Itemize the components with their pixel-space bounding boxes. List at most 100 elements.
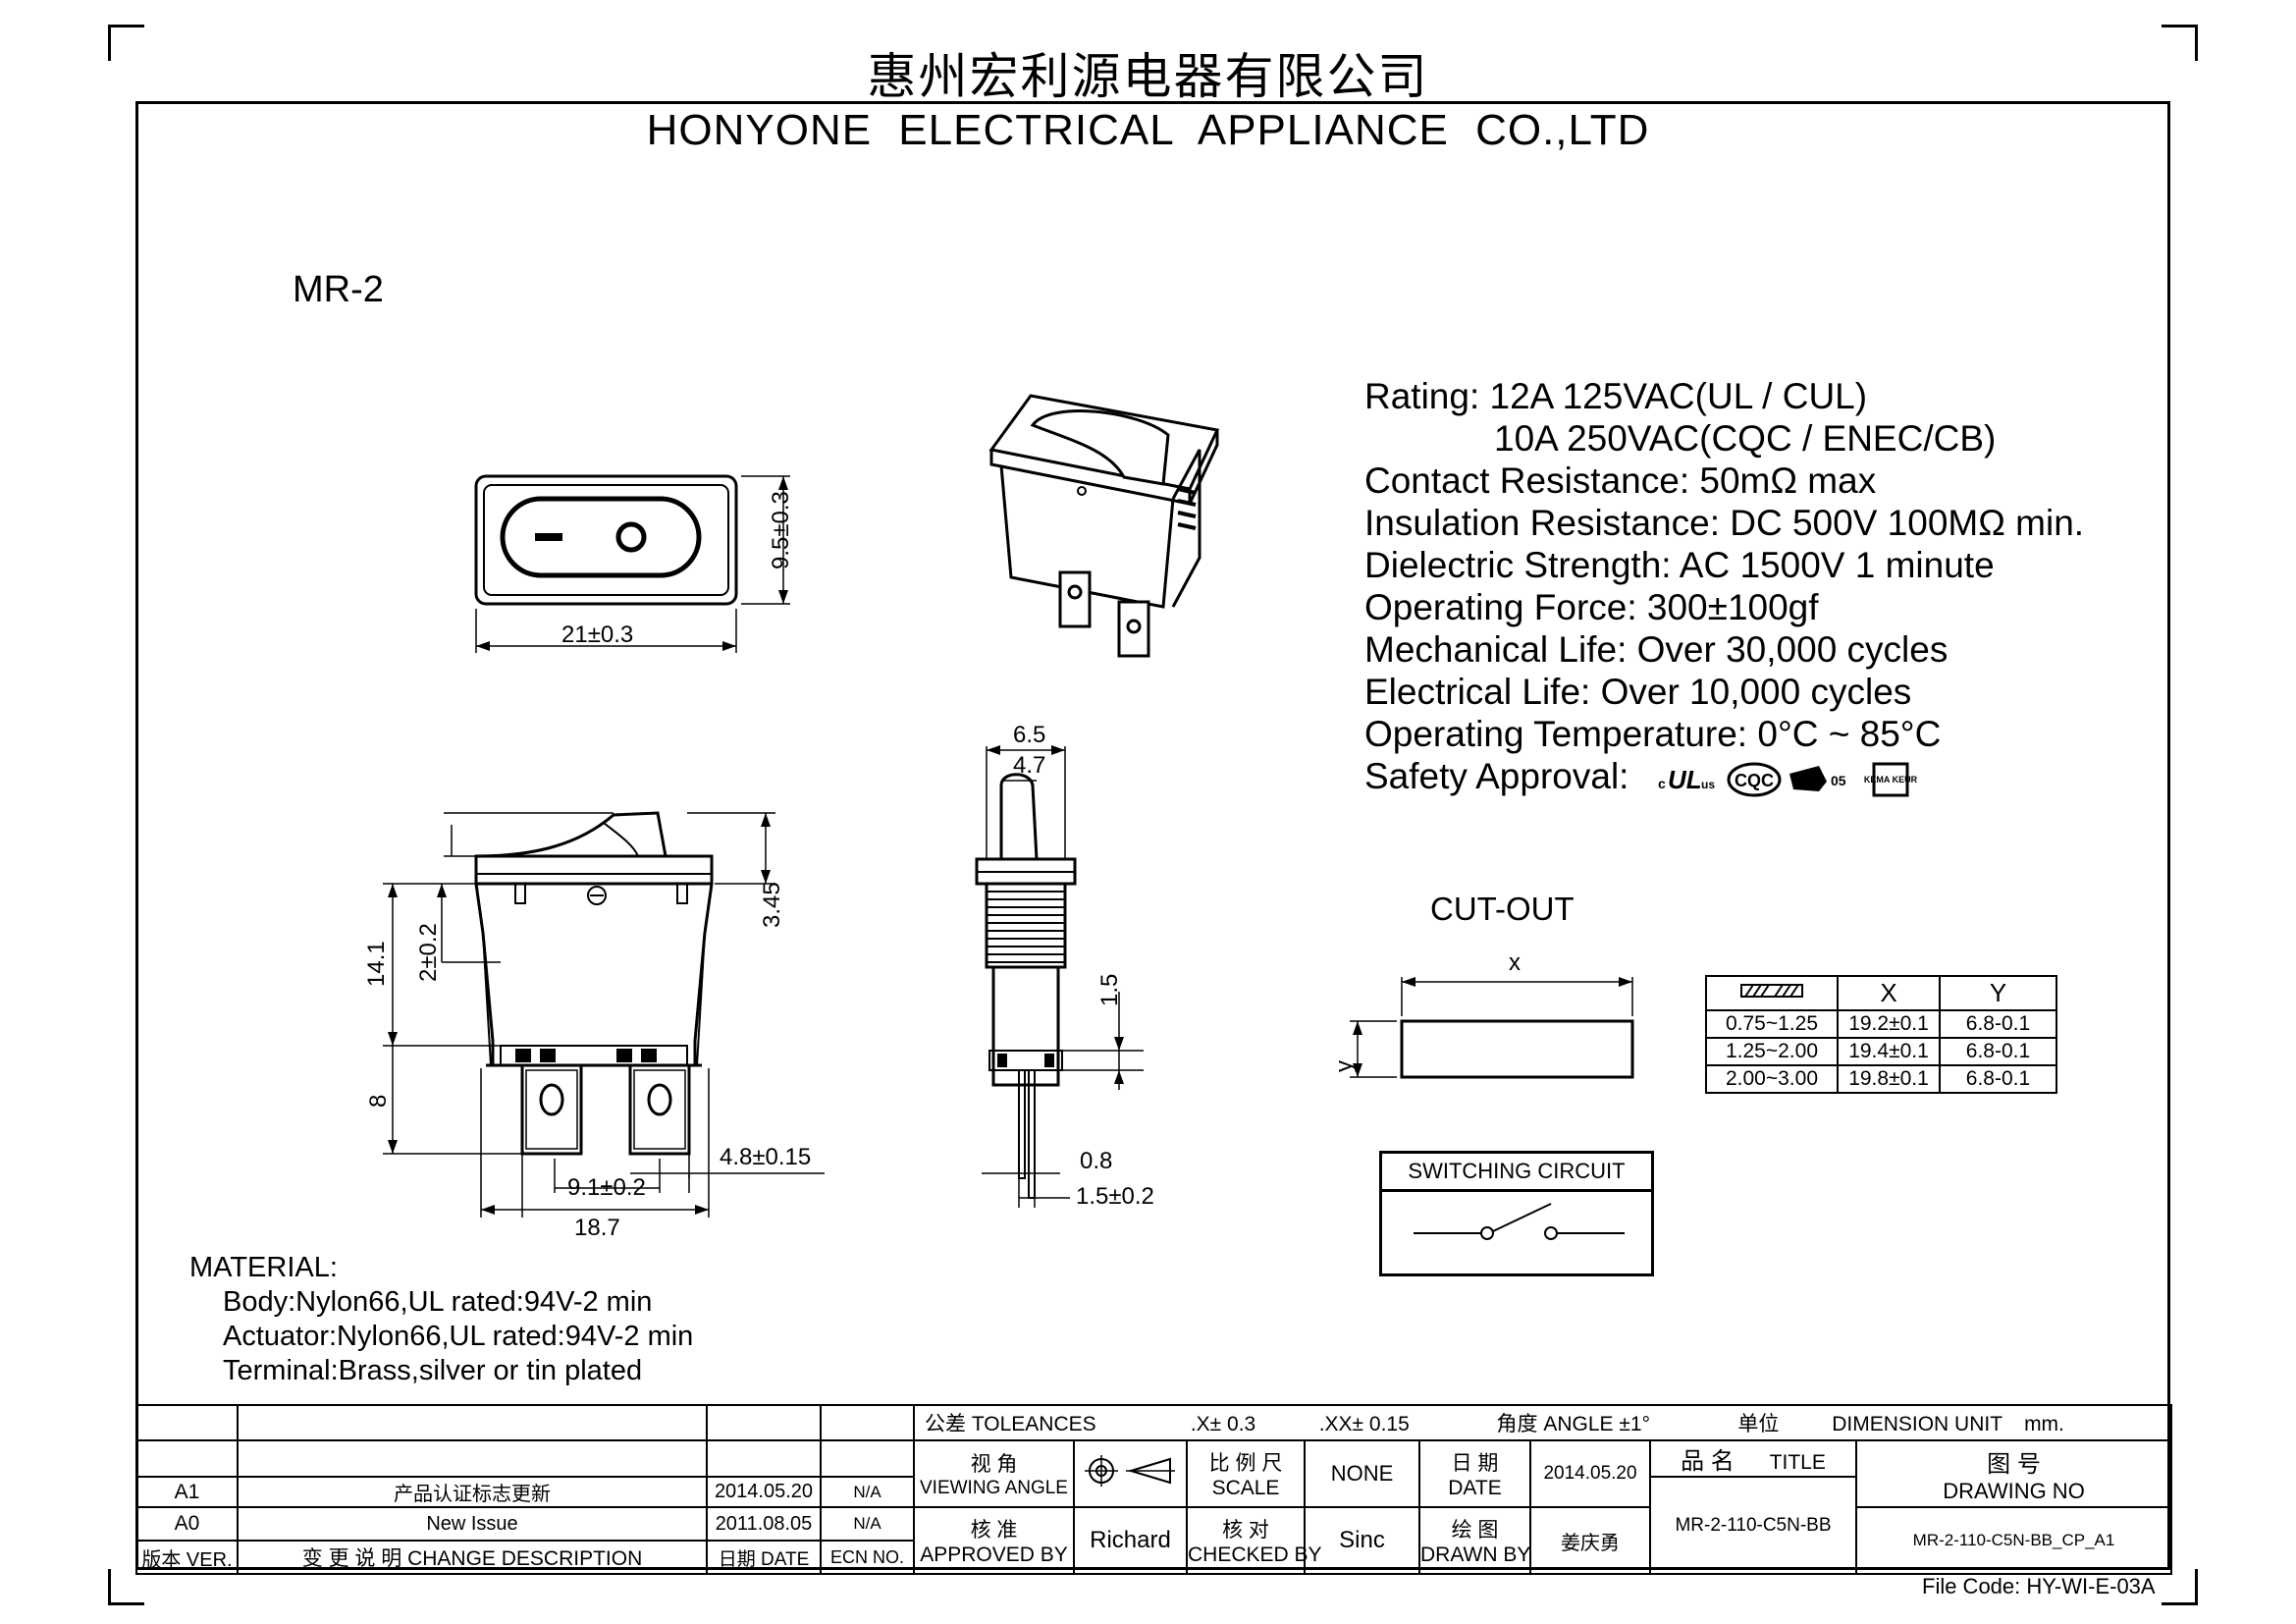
svg-text:c: c bbox=[1658, 776, 1666, 791]
viewing-angle-label: 视 角 VIEWING ANGLE bbox=[913, 1439, 1075, 1508]
drawn-en: DRAWN BY bbox=[1420, 1543, 1531, 1566]
ul-mark-icon: c UL us bbox=[1658, 765, 1715, 794]
spec-insulation-resistance: Insulation Resistance: DC 500V 100MΩ min… bbox=[1364, 503, 2085, 543]
unit-label-cn: 单位 bbox=[1737, 1413, 1780, 1435]
scale-value: NONE bbox=[1304, 1439, 1420, 1508]
drawing-no-cn: 图 号 bbox=[1987, 1450, 2041, 1478]
approved-value: Richard bbox=[1073, 1506, 1188, 1575]
spec-rating-2: 10A 250VAC(CQC / ENEC/CB) bbox=[1494, 418, 1997, 459]
spec-rating: Rating: 12A 125VAC(UL / CUL) bbox=[1364, 376, 1868, 416]
approved-label: 核 准 APPROVED BY bbox=[913, 1506, 1075, 1575]
svg-text:CQC: CQC bbox=[1735, 771, 1774, 790]
revision-desc: New Issue bbox=[237, 1506, 708, 1542]
spec-contact-resistance: Contact Resistance: 50mΩ max bbox=[1364, 460, 1877, 501]
enec-mark-icon: 05 bbox=[1789, 766, 1846, 791]
material-actuator: Actuator:Nylon66,UL rated:94V-2 min bbox=[223, 1321, 694, 1352]
revision-ver: A1 bbox=[135, 1476, 239, 1508]
switching-circuit-title: SWITCHING CIRCUIT bbox=[1379, 1151, 1654, 1192]
rev-blank bbox=[135, 1404, 239, 1441]
cqc-mark-icon: CQC bbox=[1727, 762, 1782, 797]
drawing-no-en: DRAWING NO bbox=[1943, 1478, 2085, 1503]
cutout-table: X Y 0.75~1.25 19.2±0.1 6.8-0.1 1.25~2.00… bbox=[1705, 975, 2057, 1094]
corner-mark-bottom-right bbox=[2162, 1569, 2198, 1605]
title-en: TITLE bbox=[1769, 1451, 1826, 1474]
rev-blank bbox=[820, 1404, 915, 1441]
dim-end-65: 6.5 bbox=[1013, 722, 1046, 748]
title-label: 品 名 TITLE bbox=[1649, 1439, 1857, 1478]
company-name-english: HONYONE ELECTRICAL APPLIANCE CO.,LTD bbox=[646, 106, 1650, 154]
date-en: DATE bbox=[1448, 1477, 1502, 1499]
corner-mark-top-right bbox=[2162, 25, 2198, 61]
dim-side-total-height: 14.1 bbox=[363, 941, 390, 987]
tolerance-x: .X± 0.3 bbox=[1190, 1413, 1256, 1435]
cutout-y-label: y bbox=[1331, 1060, 1358, 1072]
title-value: MR-2-110-C5N-BB bbox=[1649, 1476, 1857, 1575]
scale-label: 比 例 尺 SCALE bbox=[1186, 1439, 1306, 1508]
tolerances-row: 公差 TOLEANCES .X± 0.3 .XX± 0.15 角度 ANGLE … bbox=[912, 1404, 2173, 1441]
rev-blank bbox=[820, 1439, 915, 1478]
switching-circuit-box bbox=[1379, 1151, 1654, 1276]
end-view-drawing bbox=[975, 745, 1144, 1208]
spec-operating-temperature: Operating Temperature: 0°C ~ 85°C bbox=[1364, 714, 1942, 754]
file-code: File Code: HY-WI-E-03A bbox=[1922, 1574, 2156, 1598]
header-date: 日期 DATE bbox=[706, 1540, 822, 1575]
on-symbol-icon bbox=[615, 521, 647, 553]
projection-symbol-icon bbox=[1073, 1439, 1187, 1508]
cutout-cell: 6.8-0.1 bbox=[1939, 1009, 2057, 1039]
cutout-cell: 0.75~1.25 bbox=[1705, 1009, 1839, 1039]
drawn-label: 绘 图 DRAWN BY bbox=[1418, 1506, 1531, 1575]
angle-tolerance: 角度 ANGLE ±1° bbox=[1496, 1413, 1650, 1435]
cutout-cell: 19.8±0.1 bbox=[1837, 1064, 1941, 1094]
spec-dielectric-strength: Dielectric Strength: AC 1500V 1 minute bbox=[1364, 545, 1995, 585]
model-number: MR-2 bbox=[293, 269, 384, 310]
svg-text:05: 05 bbox=[1831, 773, 1846, 788]
revision-ecn: N/A bbox=[820, 1506, 915, 1542]
rev-blank bbox=[706, 1404, 822, 1441]
cutout-cell: 6.8-0.1 bbox=[1939, 1037, 2057, 1066]
drawn-value: 姜庆勇 bbox=[1529, 1506, 1651, 1575]
revision-desc: 产品认证标志更新 bbox=[237, 1476, 708, 1508]
material-title: MATERIAL: bbox=[189, 1252, 338, 1283]
cutout-x-label: x bbox=[1509, 949, 1521, 976]
cutout-title: CUT-OUT bbox=[1430, 891, 1575, 927]
rev-blank bbox=[135, 1439, 239, 1478]
rev-blank bbox=[237, 1404, 708, 1441]
material-terminal: Terminal:Brass,silver or tin plated bbox=[223, 1355, 643, 1386]
kema-keur-mark-icon: KEMA KEUR bbox=[1864, 762, 1918, 797]
dim-terminal-width: 4.8±0.15 bbox=[720, 1144, 812, 1170]
spec-electrical-life: Electrical Life: Over 10,000 cycles bbox=[1364, 672, 1912, 712]
cutout-header-x: X bbox=[1837, 975, 1941, 1011]
date-value: 2014.05.20 bbox=[1529, 1439, 1651, 1508]
switch-symbol-icon bbox=[1414, 1203, 1625, 1240]
revision-date: 2011.08.05 bbox=[706, 1506, 822, 1542]
spec-operating-force: Operating Force: 300±100gf bbox=[1364, 587, 1819, 627]
viewing-angle-en: VIEWING ANGLE bbox=[920, 1478, 1068, 1498]
revision-ecn: N/A bbox=[820, 1476, 915, 1508]
spec-mechanical-life: Mechanical Life: Over 30,000 cycles bbox=[1364, 629, 1949, 670]
company-name-chinese: 惠州宏利源电器有限公司 bbox=[867, 48, 1429, 105]
unit-value: mm. bbox=[2024, 1413, 2064, 1435]
material-body: Body:Nylon66,UL rated:94V-2 min bbox=[223, 1286, 653, 1318]
dim-front-height: 9.5±0.3 bbox=[768, 491, 794, 569]
scale-cn: 比 例 尺 bbox=[1208, 1452, 1283, 1475]
side-view-drawing bbox=[383, 811, 825, 1218]
off-symbol-icon bbox=[535, 533, 562, 541]
revision-ver: A0 bbox=[135, 1506, 239, 1542]
tolerances-label: 公差 TOLEANCES bbox=[925, 1413, 1096, 1435]
cutout-cell: 19.2±0.1 bbox=[1837, 1009, 1941, 1039]
svg-text:UL: UL bbox=[1668, 765, 1702, 794]
spec-safety-approval: Safety Approval: bbox=[1364, 756, 1629, 796]
unit-label-en: DIMENSION UNIT bbox=[1832, 1413, 2003, 1435]
drawn-cn: 绘 图 bbox=[1451, 1519, 1499, 1542]
dim-end-terminal: 1.5±0.2 bbox=[1076, 1183, 1154, 1210]
viewing-angle-cn: 视 角 bbox=[970, 1453, 1018, 1476]
approved-en: APPROVED BY bbox=[920, 1543, 1068, 1566]
dim-front-width: 21±0.3 bbox=[561, 622, 634, 648]
scale-en: SCALE bbox=[1211, 1477, 1280, 1499]
drawing-no-value: MR-2-110-C5N-BB_CP_A1 bbox=[1854, 1506, 2173, 1575]
tolerance-xx: .XX± 0.15 bbox=[1318, 1413, 1410, 1435]
revision-date: 2014.05.20 bbox=[706, 1476, 822, 1508]
checked-value: Sinc bbox=[1304, 1506, 1420, 1575]
dim-side-2: 2±0.2 bbox=[415, 923, 442, 982]
drawing-no-label: 图 号 DRAWING NO bbox=[1854, 1439, 2173, 1508]
